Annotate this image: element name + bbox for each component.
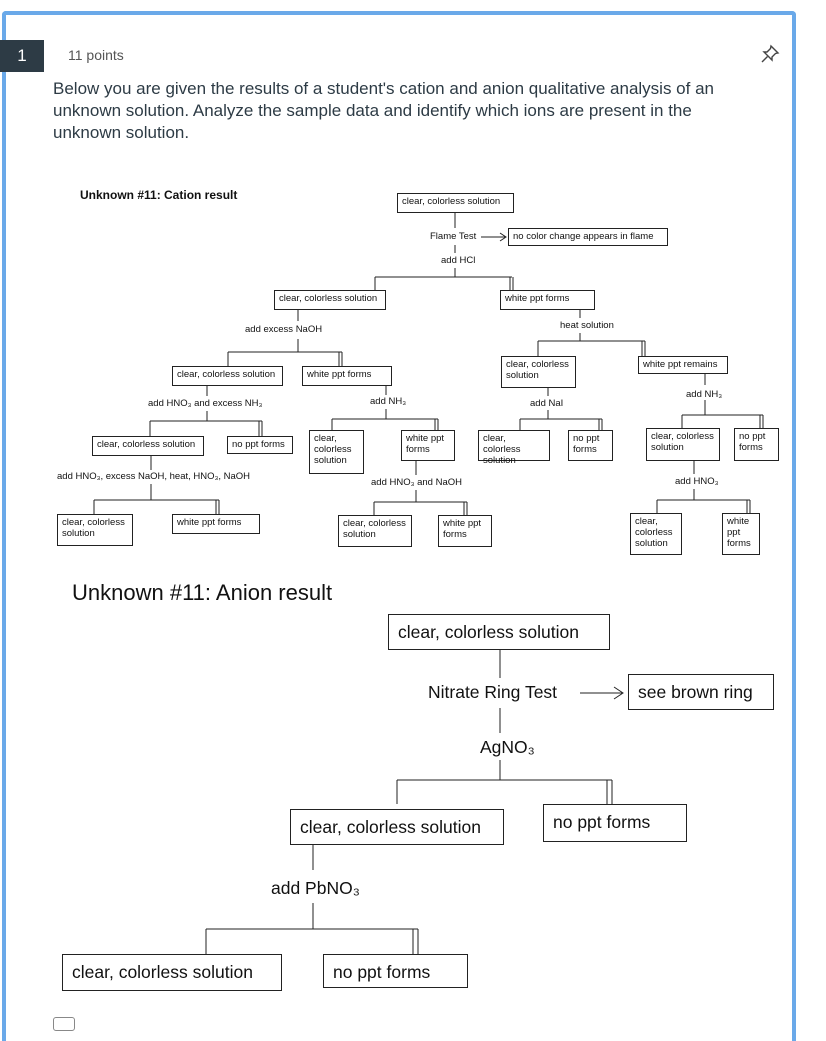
answer-checkbox[interactable] bbox=[53, 1017, 75, 1031]
hno3nh3-clear-box: clear, colorless solution bbox=[92, 436, 204, 456]
final1-clear-box: clear, colorless solution bbox=[57, 514, 133, 546]
agno3-label: AgNO₃ bbox=[480, 737, 535, 757]
nai-noppt-box: no ppt forms bbox=[568, 430, 613, 461]
heat-clear-box: clear, colorless solution bbox=[501, 356, 576, 388]
add-nai-label: add NaI bbox=[530, 398, 564, 409]
add-hno3-nh3-label: add HNO₃ and excess NH₃ bbox=[148, 398, 263, 409]
nh3-white-box: white ppt forms bbox=[401, 430, 455, 461]
question-points: 11 points bbox=[68, 47, 124, 63]
flame-result-box: no color change appears in flame bbox=[508, 228, 668, 246]
whitenh3-clear-box: clear, colorless solution bbox=[646, 428, 720, 461]
naoh-clear-box: clear, colorless solution bbox=[172, 366, 283, 386]
flame-test-label: Flame Test bbox=[430, 231, 477, 242]
pin-icon[interactable] bbox=[760, 44, 780, 64]
add-hcl-label: add HCl bbox=[441, 255, 476, 266]
whitenh3-noppt-box: no ppt forms bbox=[734, 428, 779, 461]
hcl-white-box: white ppt forms bbox=[500, 290, 595, 310]
final3-clear-box: clear, colorless solution bbox=[630, 513, 682, 555]
heat-white-box: white ppt remains bbox=[638, 356, 728, 374]
nai-clear-box: clear, colorless solution bbox=[478, 430, 550, 466]
pbno3-noppt-box: no ppt forms bbox=[323, 954, 468, 988]
cation-heading: Unknown #11: Cation result bbox=[80, 188, 238, 202]
heat-solution-label: heat solution bbox=[560, 320, 614, 331]
final1-white-box: white ppt forms bbox=[172, 514, 260, 534]
add-nh3-label-b: add NH₃ bbox=[686, 389, 723, 400]
agno3-clear-box: clear, colorless solution bbox=[290, 809, 504, 845]
add-nh3-label-a: add NH₃ bbox=[370, 396, 407, 407]
question-number: 1 bbox=[0, 40, 44, 72]
final2-clear-box: clear, colorless solution bbox=[338, 515, 412, 547]
nitrate-ring-label: Nitrate Ring Test bbox=[428, 682, 558, 702]
hno3nh3-noppt-box: no ppt forms bbox=[227, 436, 293, 454]
cation-start-box: clear, colorless solution bbox=[397, 193, 514, 213]
hcl-clear-box: clear, colorless solution bbox=[274, 290, 386, 310]
nh3-clear-box: clear, colorless solution bbox=[309, 430, 364, 474]
final3-white-box: white ppt forms bbox=[722, 513, 760, 555]
naoh-white-box: white ppt forms bbox=[302, 366, 392, 386]
add-hno3-naoh-label: add HNO₃ and NaOH bbox=[371, 477, 462, 488]
question-card bbox=[2, 11, 796, 1041]
pbno3-clear-box: clear, colorless solution bbox=[62, 954, 282, 991]
add-naoh-label: add excess NaOH bbox=[245, 324, 323, 335]
anion-heading: Unknown #11: Anion result bbox=[72, 580, 333, 605]
agno3-noppt-box: no ppt forms bbox=[543, 804, 687, 842]
add-long-sequence-label: add HNO₃, excess NaOH, heat, HNO₃, NaOH bbox=[57, 471, 251, 482]
add-pbno3-label: add PbNO₃ bbox=[271, 878, 360, 898]
final2-white-box: white ppt forms bbox=[438, 515, 492, 547]
ring-result-box: see brown ring bbox=[628, 674, 774, 710]
anion-start-box: clear, colorless solution bbox=[388, 614, 610, 650]
question-prompt: Below you are given the results of a stu… bbox=[53, 79, 714, 142]
add-hno3-label: add HNO₃ bbox=[675, 476, 719, 487]
